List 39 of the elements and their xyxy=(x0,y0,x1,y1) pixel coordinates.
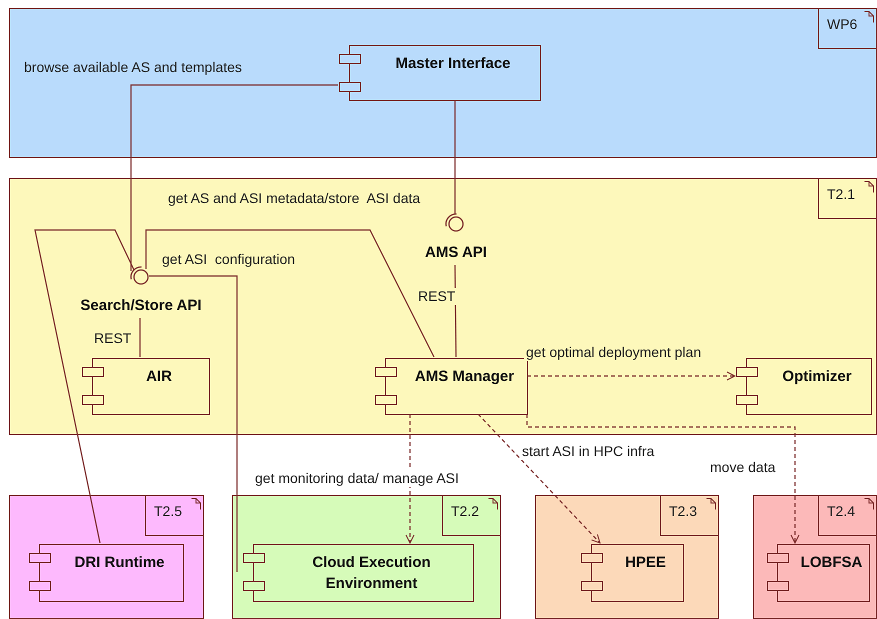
component-name: Master Interface xyxy=(394,54,512,74)
dependency-arrow xyxy=(526,414,800,544)
edge-label: get ASI configuration xyxy=(160,251,298,268)
package-tab: T2.2 xyxy=(442,496,500,536)
dependency-arrow xyxy=(478,414,600,544)
component-name: AIR xyxy=(145,367,173,387)
package-tab: WP6 xyxy=(818,9,876,49)
connector-line xyxy=(145,229,435,358)
package-tab: T2.4 xyxy=(818,496,876,536)
connector-line xyxy=(34,229,135,544)
component-name: Optimizer xyxy=(781,367,853,387)
dependency-arrow xyxy=(406,414,414,544)
component-name: Cloud Execution Environment xyxy=(311,553,432,594)
edge-label: REST xyxy=(416,288,458,305)
component-name: LOBFSA xyxy=(800,553,864,573)
connector-line xyxy=(139,318,141,357)
package-tab: T2.1 xyxy=(818,179,876,219)
package-frame xyxy=(9,8,877,158)
connector-line xyxy=(130,84,338,271)
component-name: HPEE xyxy=(624,553,667,573)
component-name: DRI Runtime xyxy=(74,553,166,573)
package-tab: T2.3 xyxy=(660,496,718,536)
package-frame xyxy=(535,495,719,619)
edge-label: start ASI in HPC infra xyxy=(520,443,656,460)
connector-line xyxy=(454,100,456,214)
edge-label: get AS and ASI metadata/store ASI data xyxy=(166,190,422,207)
component-name: AMS Manager xyxy=(414,367,516,387)
package-frame xyxy=(232,495,501,619)
package-tab: T2.5 xyxy=(145,496,203,536)
edge-label: get monitoring data/ manage ASI xyxy=(253,470,461,487)
connector-line xyxy=(149,275,238,572)
edge-label: get optimal deployment plan xyxy=(524,344,704,361)
package-frame xyxy=(9,178,877,435)
package-frame xyxy=(753,495,877,619)
interface-label: Search/Store API xyxy=(80,298,202,313)
dependency-arrow xyxy=(527,372,736,380)
edge-label: browse available AS and templates xyxy=(22,59,244,76)
package-frame xyxy=(9,495,204,619)
interface-label: AMS API xyxy=(425,245,487,260)
